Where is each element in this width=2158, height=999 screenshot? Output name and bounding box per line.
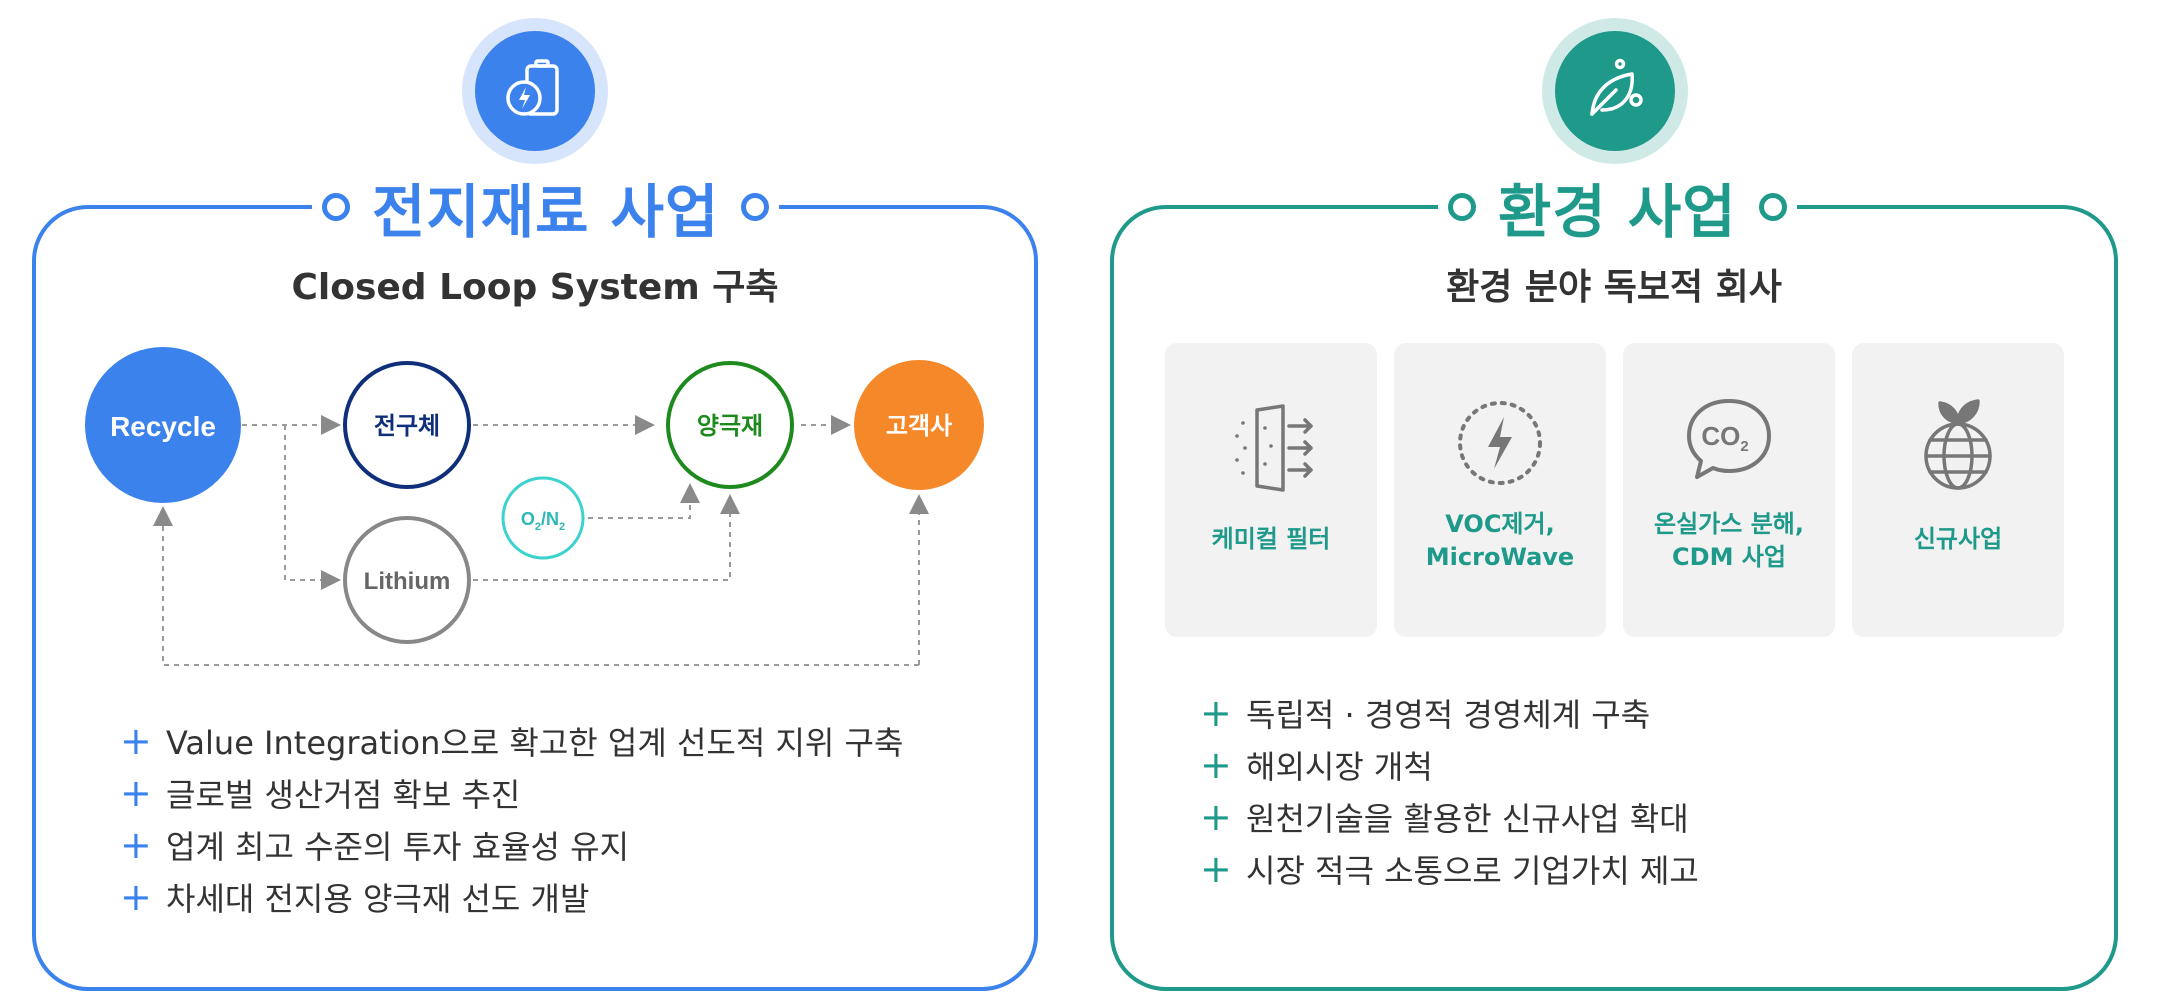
plus-icon: + [1200, 847, 1232, 891]
recycle-label: Recycle [110, 411, 216, 442]
card-ghg-decomposition: CO2 온실가스 분해, CDM 사업 [1623, 343, 1835, 637]
environment-subtitle: 환경 분야 독보적 회사 [1446, 267, 1782, 308]
customer-node [854, 360, 984, 490]
environment-title-bar: 환경 사업 [1438, 170, 1797, 246]
list-item: + 업계 최고 수준의 투자 효율성 유지 [120, 819, 903, 871]
bullet-text: 차세대 전지용 양극재 선도 개발 [166, 880, 590, 918]
precursor-node [343, 361, 471, 489]
card-label-line2: MicroWave [1425, 543, 1575, 571]
card-voc-removal: VOC제거, MicroWave [1394, 343, 1606, 637]
card-new-business: 신규사업 [1852, 343, 2064, 637]
battery-bolt-icon [475, 31, 595, 151]
card-chemical-filter: 케미컬 필터 [1165, 343, 1377, 637]
bullet-text: 독립적 · 경영적 경영체계 구축 [1246, 696, 1651, 734]
eco-leaf-icon [1555, 31, 1675, 151]
card-label: 케미컬 필터 [1211, 525, 1331, 553]
plus-icon: + [120, 823, 152, 867]
cathode-label: 양극재 [697, 412, 763, 440]
lightning-circle-icon [1458, 401, 1542, 485]
arrow-gas-to-cathode [588, 483, 700, 519]
plus-icon: + [1200, 743, 1232, 787]
gas-label: O2/N2 [521, 509, 565, 533]
card-label-line2: CDM 사업 [1672, 543, 1786, 571]
battery-title-bar: 전지재료 사업 [312, 170, 780, 246]
plus-icon: + [120, 719, 152, 763]
bullet-text: 글로벌 생산거점 확보 추진 [166, 776, 521, 814]
arrow-customer-to-recycle [153, 506, 919, 666]
bullet-text: 해외시장 개척 [1246, 748, 1433, 786]
list-item: + Value Integration으로 확고한 업계 선도적 지위 구축 [120, 715, 903, 767]
environment-business-title: 환경 사업 [1498, 178, 1737, 246]
list-item: + 원천기술을 활용한 신규사업 확대 [1200, 791, 1699, 843]
lithium-node [343, 516, 471, 644]
bullet-text: 원천기술을 활용한 신규사업 확대 [1246, 800, 1689, 838]
co2-text: CO2 [1701, 421, 1748, 455]
cathode-node [666, 361, 794, 489]
co2-bubble-icon: CO2 [1687, 399, 1771, 479]
battery-bullet-list: + Value Integration으로 확고한 업계 선도적 지위 구축 + 글… [120, 715, 903, 923]
recycle-node [85, 347, 241, 503]
customer-label: 고객사 [886, 412, 952, 440]
card-label: 신규사업 [1913, 525, 2003, 553]
bullet-text: 업계 최고 수준의 투자 효율성 유지 [166, 828, 630, 866]
card-label-line1: 온실가스 분해, [1654, 510, 1804, 538]
lithium-label: Lithium [364, 568, 451, 595]
battery-subtitle: Closed Loop System 구축 [291, 267, 779, 308]
list-item: + 차세대 전지용 양극재 선도 개발 [120, 871, 903, 923]
environment-bullet-list: + 독립적 · 경영적 경영체계 구축 + 해외시장 개척 + 원천기술을 활용한 신… [1200, 687, 1699, 895]
precursor-label: 전구체 [374, 412, 440, 440]
battery-business-title: 전지재료 사업 [372, 178, 720, 246]
list-item: + 독립적 · 경영적 경영체계 구축 [1200, 687, 1699, 739]
gas-n-sub: 2 [559, 521, 565, 533]
title-dot-left [1448, 193, 1476, 221]
title-dot-right [1758, 193, 1787, 221]
globe-sprout-icon [1924, 399, 1992, 490]
list-item: + 글로벌 생산거점 확보 추진 [120, 767, 903, 819]
list-item: + 해외시장 개척 [1200, 739, 1699, 791]
title-dot-right [741, 193, 770, 221]
gas-slash-n: /N [541, 509, 559, 529]
arrow-lithium-to-cathode [473, 494, 740, 581]
filter-icon [1235, 404, 1313, 492]
plus-icon: + [1200, 691, 1232, 735]
bullet-text: Value Integration으로 확고한 업계 선도적 지위 구축 [166, 724, 904, 762]
plus-icon: + [1200, 795, 1232, 839]
list-item: + 시장 적극 소통으로 기업가치 제고 [1200, 843, 1699, 895]
arrow-recycle-to-lithium [284, 425, 341, 590]
gas-o-sub: 2 [535, 521, 541, 533]
plus-icon: + [120, 875, 152, 919]
title-dot-left [322, 193, 350, 221]
co2-co: CO [1701, 421, 1740, 451]
plus-icon: + [120, 771, 152, 815]
gas-o: O [521, 509, 535, 529]
bullet-text: 시장 적극 소통으로 기업가치 제고 [1246, 852, 1699, 890]
co2-sub: 2 [1740, 438, 1748, 455]
gas-node [501, 476, 585, 560]
card-label-line1: VOC제거, [1445, 510, 1555, 538]
closed-loop-diagram: Recycle 전구체 양극재 고객사 Lithium O2/N2 [85, 347, 984, 666]
